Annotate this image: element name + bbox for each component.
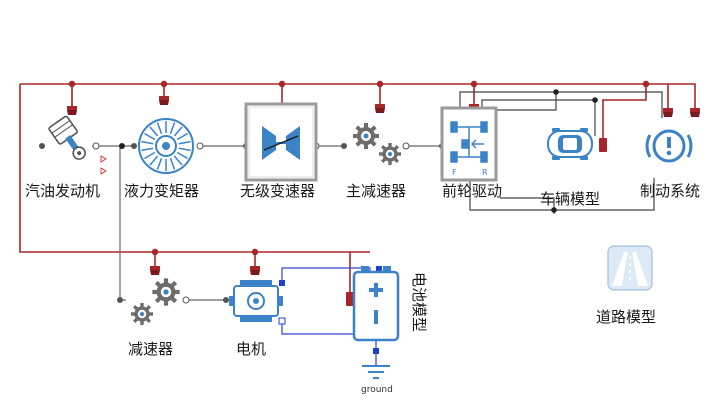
front-wheel-drive-component[interactable]: F R 前轮驱动 bbox=[440, 106, 502, 200]
road-component[interactable]: 道路模型 bbox=[596, 245, 656, 326]
reducer-component[interactable]: 减速器 bbox=[128, 278, 180, 358]
motor-label: 电机 bbox=[236, 340, 266, 358]
reducer-label: 减速器 bbox=[128, 340, 173, 358]
gears-icon bbox=[130, 278, 180, 326]
front-letter: F bbox=[452, 168, 457, 177]
drivetrain-icon bbox=[450, 121, 488, 163]
gears-icon bbox=[353, 123, 402, 166]
front-wheel-drive-label: 前轮驱动 bbox=[442, 182, 502, 200]
car-icon bbox=[547, 128, 593, 160]
bus-junctions bbox=[68, 80, 650, 256]
motor-component[interactable]: 电机 bbox=[229, 280, 283, 358]
mechanical-shaft bbox=[92, 145, 442, 301]
engine-label: 汽油发动机 bbox=[25, 182, 100, 200]
brake-component[interactable]: 制动系统 bbox=[640, 129, 700, 200]
battery-label: 电池模型 bbox=[410, 272, 428, 332]
road-label: 道路模型 bbox=[596, 308, 656, 326]
transmission-icon bbox=[262, 126, 300, 160]
cvt-label: 无级变速器 bbox=[240, 182, 315, 200]
final-drive-component[interactable]: 主减速器 bbox=[346, 123, 406, 200]
motor-icon bbox=[229, 280, 283, 322]
bus-taps bbox=[67, 96, 700, 306]
torque-converter-label: 液力变矩器 bbox=[124, 182, 199, 200]
vehicle-label: 车辆模型 bbox=[540, 190, 600, 208]
battery-icon bbox=[352, 266, 400, 342]
ground-icon bbox=[362, 365, 390, 379]
final-drive-label: 主减速器 bbox=[346, 182, 406, 200]
ground-component: ground bbox=[361, 365, 393, 395]
brake-warning-icon bbox=[645, 129, 693, 163]
road-icon bbox=[607, 245, 653, 291]
control-junctions bbox=[551, 89, 598, 213]
piston-icon bbox=[48, 115, 86, 160]
torque-converter-component[interactable]: 液力变矩器 bbox=[124, 118, 199, 200]
battery-component[interactable]: 电池模型 bbox=[352, 266, 428, 342]
turbine-icon bbox=[138, 118, 194, 174]
vehicle-component[interactable]: 车辆模型 bbox=[540, 128, 600, 208]
cvt-component[interactable]: 无级变速器 bbox=[240, 102, 318, 200]
ground-label: ground bbox=[361, 385, 393, 395]
engine-component[interactable]: 汽油发动机 bbox=[25, 115, 107, 200]
rear-letter: R bbox=[482, 168, 488, 177]
brake-label: 制动系统 bbox=[640, 182, 700, 200]
